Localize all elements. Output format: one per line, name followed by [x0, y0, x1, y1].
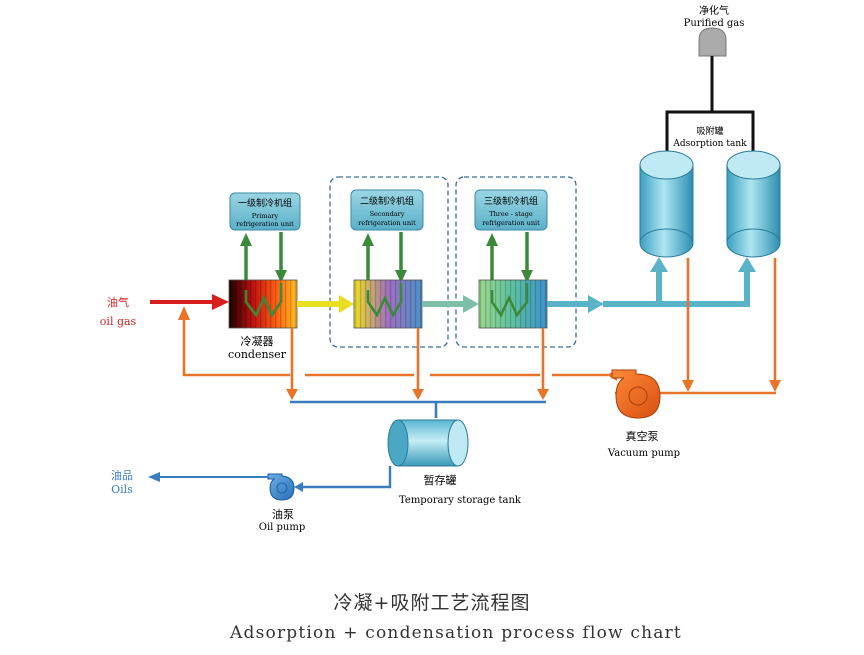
oil-gas-label-en: oil gas — [100, 315, 137, 328]
unit2-label-cn: 二级制冷机组 — [360, 195, 414, 207]
oil-pump-label-en: Oil pump — [259, 522, 306, 533]
vacuum-pump-label-cn: 真空泵 — [626, 429, 659, 443]
secondary-refrigeration-unit: 二级制冷机组 Secondary refrigeration unit — [350, 189, 424, 231]
purified-gas-outlet — [698, 27, 727, 57]
condenser-label-en: condenser — [228, 348, 287, 361]
vacuum-pump — [611, 369, 661, 419]
condensate-collection-header — [290, 400, 546, 418]
oils-label-en: Oils — [111, 483, 133, 496]
purified-gas-label-cn: 净化气 — [699, 4, 729, 17]
adsorption-tank-left — [639, 150, 694, 258]
adsorption-tank-right — [726, 150, 781, 258]
storage-tank-label-cn: 暂存罐 — [424, 473, 457, 487]
oil-pump-label-cn: 油泵 — [272, 507, 294, 521]
caption-title-en: Adsorption + condensation process flow c… — [229, 623, 682, 643]
flow-arrowhead-2-3 — [463, 295, 479, 313]
storage-to-oil-pump-arrowhead — [294, 482, 303, 492]
oils-label-cn: 油品 — [111, 468, 133, 482]
adsorption-tank-label-cn: 吸附罐 — [696, 125, 723, 137]
unit2-label-en-line1: Secondary — [370, 210, 405, 218]
stage3-dashed-frame — [455, 176, 577, 348]
unit1-label-cn: 一级制冷机组 — [238, 197, 292, 209]
condenser-stage1 — [228, 279, 298, 329]
oil-pump — [267, 473, 295, 501]
unit2-label-en-line2: refrigeration unit — [358, 219, 416, 227]
purified-gas-label-en: Purified gas — [684, 18, 745, 29]
oil-gas-inlet-arrowhead — [212, 294, 229, 310]
oils-outlet-arrowhead — [148, 472, 160, 482]
unit1-label-en-line1: Primary — [252, 212, 279, 220]
unit3-label-en-line2: refrigeration unit — [482, 219, 540, 227]
caption-title-cn: 冷凝+吸附工艺流程图 — [334, 592, 531, 614]
condenser-stage3 — [478, 279, 548, 329]
primary-refrigeration-unit: 一级制冷机组 Primary refrigeration unit — [229, 192, 301, 231]
unit1-label-en-line2: refrigeration unit — [236, 220, 294, 228]
stage2-dashed-frame — [329, 176, 449, 348]
adsorption-tank-label-en: Adsorption tank — [672, 139, 747, 149]
oil-gas-label-cn: 油气 — [107, 295, 129, 309]
flow-arrowhead-1-2 — [339, 295, 354, 313]
storage-tank-label-en: Temporary storage tank — [399, 495, 522, 506]
unit3-label-en-line1: Three - stage — [489, 210, 533, 218]
unit3-label-cn: 三级制冷机组 — [484, 195, 538, 207]
condenser-label-cn: 冷凝器 — [241, 334, 274, 348]
storage-to-oil-pump-line — [300, 466, 392, 489]
condenser-stage2 — [353, 279, 423, 329]
vacuum-pump-label-en: Vacuum pump — [607, 448, 680, 459]
adsorption-header-pipe — [665, 110, 755, 152]
three-stage-refrigeration-unit: 三级制冷机组 Three - stage refrigeration unit — [474, 189, 548, 231]
temporary-storage-tank — [387, 419, 469, 467]
gas-line-to-adsorption — [547, 257, 756, 313]
